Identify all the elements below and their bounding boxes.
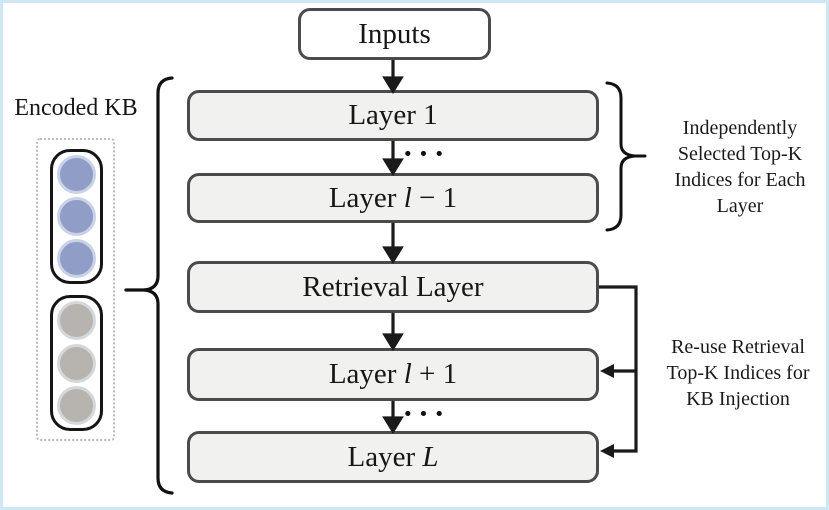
annotation-top-line: Independently: [682, 117, 798, 139]
arrowhead-icon: [600, 444, 614, 458]
annotation-top-line: Indices for Each: [674, 169, 806, 191]
encoded-kb-label: Encoded KB: [14, 95, 138, 121]
kb-entry-circle-blue: [57, 197, 96, 236]
layer-1-text: Layer 1: [348, 99, 438, 131]
inputs-box-text: Inputs: [358, 17, 431, 50]
layer-l-minus-1-text: Layer: [328, 181, 404, 214]
annotation-bottom-line: Top-K Indices for: [666, 362, 810, 384]
kb-entry-circle-gray: [57, 301, 96, 341]
layer-L-text: Layer: [347, 440, 423, 473]
annotation-independent-topk: Independently Selected Top-K Indices for…: [645, 115, 826, 219]
reuse-connector-line: [599, 285, 638, 453]
layer-l-plus-1-text: Layer: [328, 358, 404, 390]
layer-l-plus-1-label: Layer l + 1: [329, 360, 457, 389]
inputs-box: Inputs: [298, 8, 491, 60]
arrowhead-icon: [382, 333, 404, 352]
kb-group-gray: [50, 295, 103, 431]
layer-1-box: Layer 1: [187, 90, 599, 141]
layer-L-label: Layer L: [347, 440, 439, 473]
layer-L-var: L: [422, 440, 439, 473]
left-brace: [143, 76, 174, 495]
annotation-top-line: Layer: [716, 195, 764, 217]
inputs-box-label: Inputs: [358, 17, 431, 50]
retrieval-layer-label: Retrieval Layer: [302, 270, 484, 303]
ellipsis-icon: ···: [402, 395, 450, 431]
kb-entry-circle-blue: [57, 239, 96, 278]
retrieval-layer-text: Retrieval Layer: [302, 270, 484, 303]
arrowhead-icon: [382, 416, 404, 435]
kb-entry-circle-gray: [57, 343, 96, 383]
layer-l-plus-1-box: Layer l + 1: [187, 348, 599, 401]
arrowhead-icon: [382, 158, 404, 177]
layer-l-minus-1-box: Layer l − 1: [187, 173, 599, 223]
retrieval-layer-box: Retrieval Layer: [187, 261, 599, 313]
kb-entry-circle-blue: [57, 155, 96, 194]
annotation-bottom-line: Re-use Retrieval: [671, 336, 805, 358]
layer-l-minus-1-suffix: − 1: [411, 181, 458, 214]
layer-l-plus-1-suffix: + 1: [411, 358, 458, 390]
annotation-top-line: Selected Top-K: [677, 143, 803, 165]
ellipsis-icon: ···: [402, 135, 450, 171]
annotation-reuse-topk: Re-use Retrieval Top-K Indices for KB In…: [639, 334, 826, 412]
encoded-kb-dotted-frame: [36, 138, 115, 441]
arrowhead-icon: [600, 364, 614, 378]
layer-l-plus-1-var: l: [403, 358, 412, 390]
layer-1-label: Layer 1: [348, 101, 437, 130]
annotation-bottom-line: KB Injection: [686, 388, 790, 410]
layer-L-box: Layer L: [187, 431, 599, 483]
kb-entry-circle-gray: [57, 385, 96, 425]
layer-l-minus-1-var: l: [403, 181, 412, 214]
right-brace: [605, 81, 636, 232]
arrowhead-icon: [382, 246, 404, 265]
kb-group-blue: [50, 149, 103, 284]
layer-l-minus-1-label: Layer l − 1: [328, 181, 458, 214]
